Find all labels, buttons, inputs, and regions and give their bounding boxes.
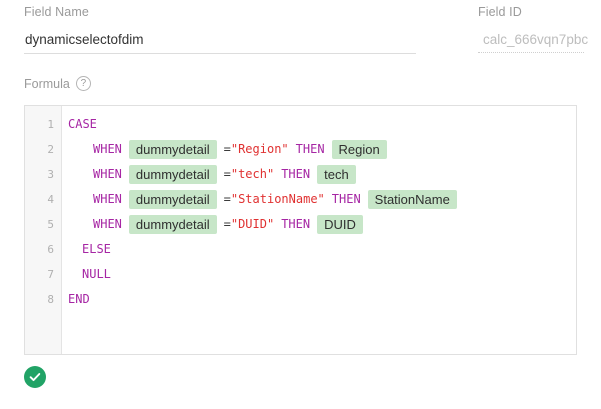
code-line: ELSE xyxy=(68,237,576,262)
line-number: 3 xyxy=(47,168,54,181)
field-name-group: Field Name xyxy=(24,5,416,54)
check-circle-icon xyxy=(24,366,46,388)
code-keyword: NULL xyxy=(82,267,111,281)
line-number: 8 xyxy=(47,293,54,306)
code-string: "DUID" xyxy=(230,217,275,231)
field-id-label: Field ID xyxy=(478,5,522,19)
line-number: 4 xyxy=(47,193,54,206)
code-string: "tech" xyxy=(230,167,275,181)
field-id-underline xyxy=(478,52,584,53)
code-keyword: END xyxy=(68,292,90,306)
field-id-value[interactable]: calc_666vqn7pbc xyxy=(483,31,589,47)
line-number-gutter: 1 2 3 4 5 6 7 8 xyxy=(25,106,62,354)
help-icon[interactable]: ? xyxy=(75,76,91,91)
formula-field-pill[interactable]: DUID xyxy=(317,215,363,234)
line-number: 5 xyxy=(47,218,54,231)
formula-field-pill[interactable]: Region xyxy=(331,140,387,159)
formula-field-pill[interactable]: StationName xyxy=(367,190,457,209)
code-line: NULL xyxy=(68,262,576,287)
code-keyword: ELSE xyxy=(82,242,111,256)
code-operator: = xyxy=(223,142,231,156)
line-number: 1 xyxy=(47,118,54,131)
code-line: END xyxy=(68,287,576,312)
code-operator: = xyxy=(223,167,231,181)
code-keyword: THEN xyxy=(281,167,311,181)
line-number: 6 xyxy=(47,243,54,256)
field-id-group: Field ID calc_666vqn7pbc xyxy=(478,5,588,53)
code-line: WHEN dummydetail ="tech" THEN tech xyxy=(68,162,576,187)
field-name-input[interactable] xyxy=(24,28,416,50)
field-row: Field Name Field ID calc_666vqn7pbc xyxy=(0,0,601,62)
formula-field-pill[interactable]: dummydetail xyxy=(128,140,217,159)
code-keyword: THEN xyxy=(281,217,311,231)
line-number: 7 xyxy=(47,268,54,281)
formula-heading: Formula ? xyxy=(24,76,91,91)
code-string: "Region" xyxy=(230,142,289,156)
code-keyword: THEN xyxy=(295,142,325,156)
code-line: CASE xyxy=(68,112,576,137)
code-keyword: WHEN xyxy=(93,192,122,206)
formula-field-pill[interactable]: dummydetail xyxy=(128,215,217,234)
code-keyword: WHEN xyxy=(93,167,122,181)
code-keyword: WHEN xyxy=(93,142,122,156)
code-line: WHEN dummydetail ="Region" THEN Region xyxy=(68,137,576,162)
code-keyword: THEN xyxy=(331,192,361,206)
formula-field-pill[interactable]: dummydetail xyxy=(128,190,217,209)
code-keyword: WHEN xyxy=(93,217,122,231)
formula-field-pill[interactable]: dummydetail xyxy=(128,165,217,184)
field-name-label: Field Name xyxy=(24,5,89,19)
formula-label: Formula xyxy=(24,76,70,91)
code-line: WHEN dummydetail ="DUID" THEN DUID xyxy=(68,212,576,237)
code-operator: = xyxy=(223,192,231,206)
code-line: WHEN dummydetail ="StationName" THEN Station… xyxy=(68,187,576,212)
formula-field-pill[interactable]: tech xyxy=(317,165,356,184)
code-string: "StationName" xyxy=(230,192,325,206)
line-number: 2 xyxy=(47,143,54,156)
code-operator: = xyxy=(223,217,231,231)
code-keyword: CASE xyxy=(68,117,97,131)
formula-validation-status xyxy=(24,366,46,388)
field-name-underline xyxy=(24,53,416,54)
